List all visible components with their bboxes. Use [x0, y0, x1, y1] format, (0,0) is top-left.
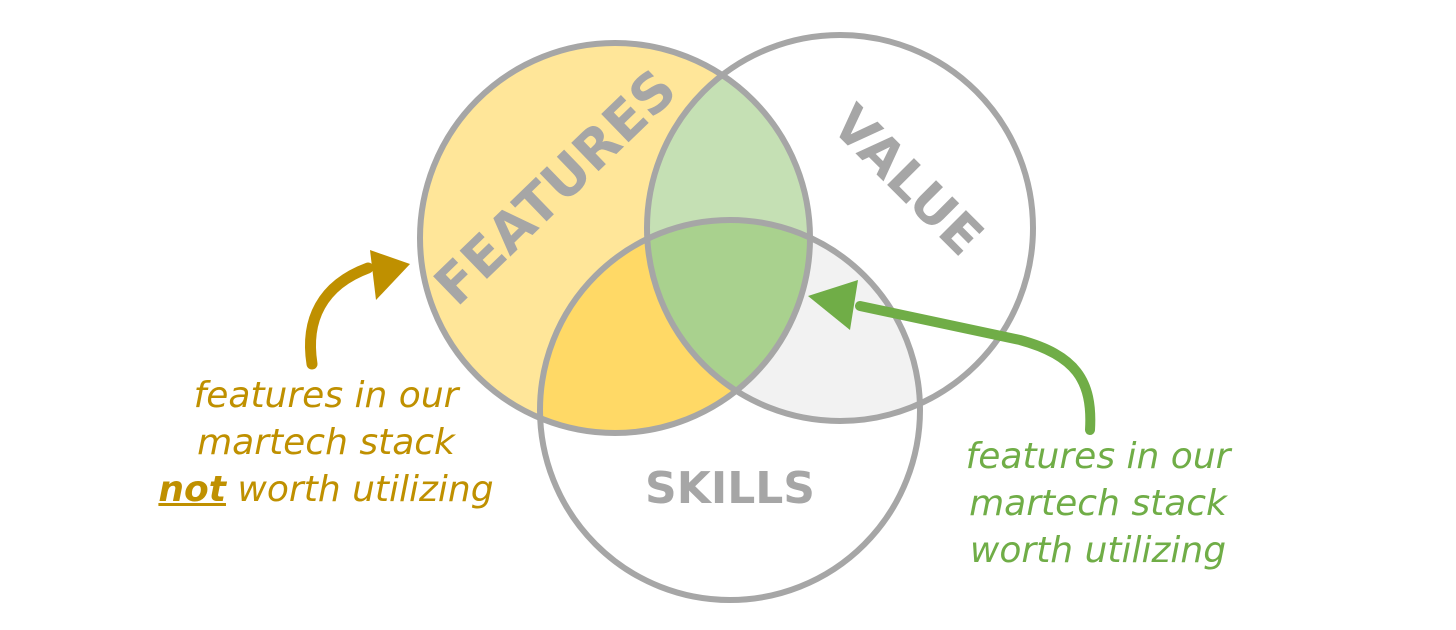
- not-worth-line-3: not worth utilizing: [136, 466, 516, 513]
- skills-circle-outline: [537, 217, 923, 603]
- curved-arrow-icon-right: [808, 280, 1096, 435]
- worth-annotation: features in our martech stack worth util…: [918, 433, 1278, 574]
- not-worth-line-2: martech stack: [197, 422, 455, 463]
- not-emphasis: not: [158, 469, 226, 510]
- value-label: VALUE: [820, 94, 994, 268]
- not-worth-line-3-rest: worth utilizing: [225, 469, 494, 510]
- not-worth-line-1: features in our: [193, 375, 459, 416]
- worth-line-2: martech stack: [969, 483, 1227, 524]
- curved-arrow-icon-left: [305, 250, 410, 370]
- worth-line-1: features in our: [965, 436, 1231, 477]
- skills-label: SKILLS: [645, 463, 815, 514]
- worth-line-3: worth utilizing: [969, 530, 1227, 571]
- value-circle-outline: [644, 32, 1036, 424]
- not-worth-annotation: features in our martech stack not worth …: [136, 372, 516, 513]
